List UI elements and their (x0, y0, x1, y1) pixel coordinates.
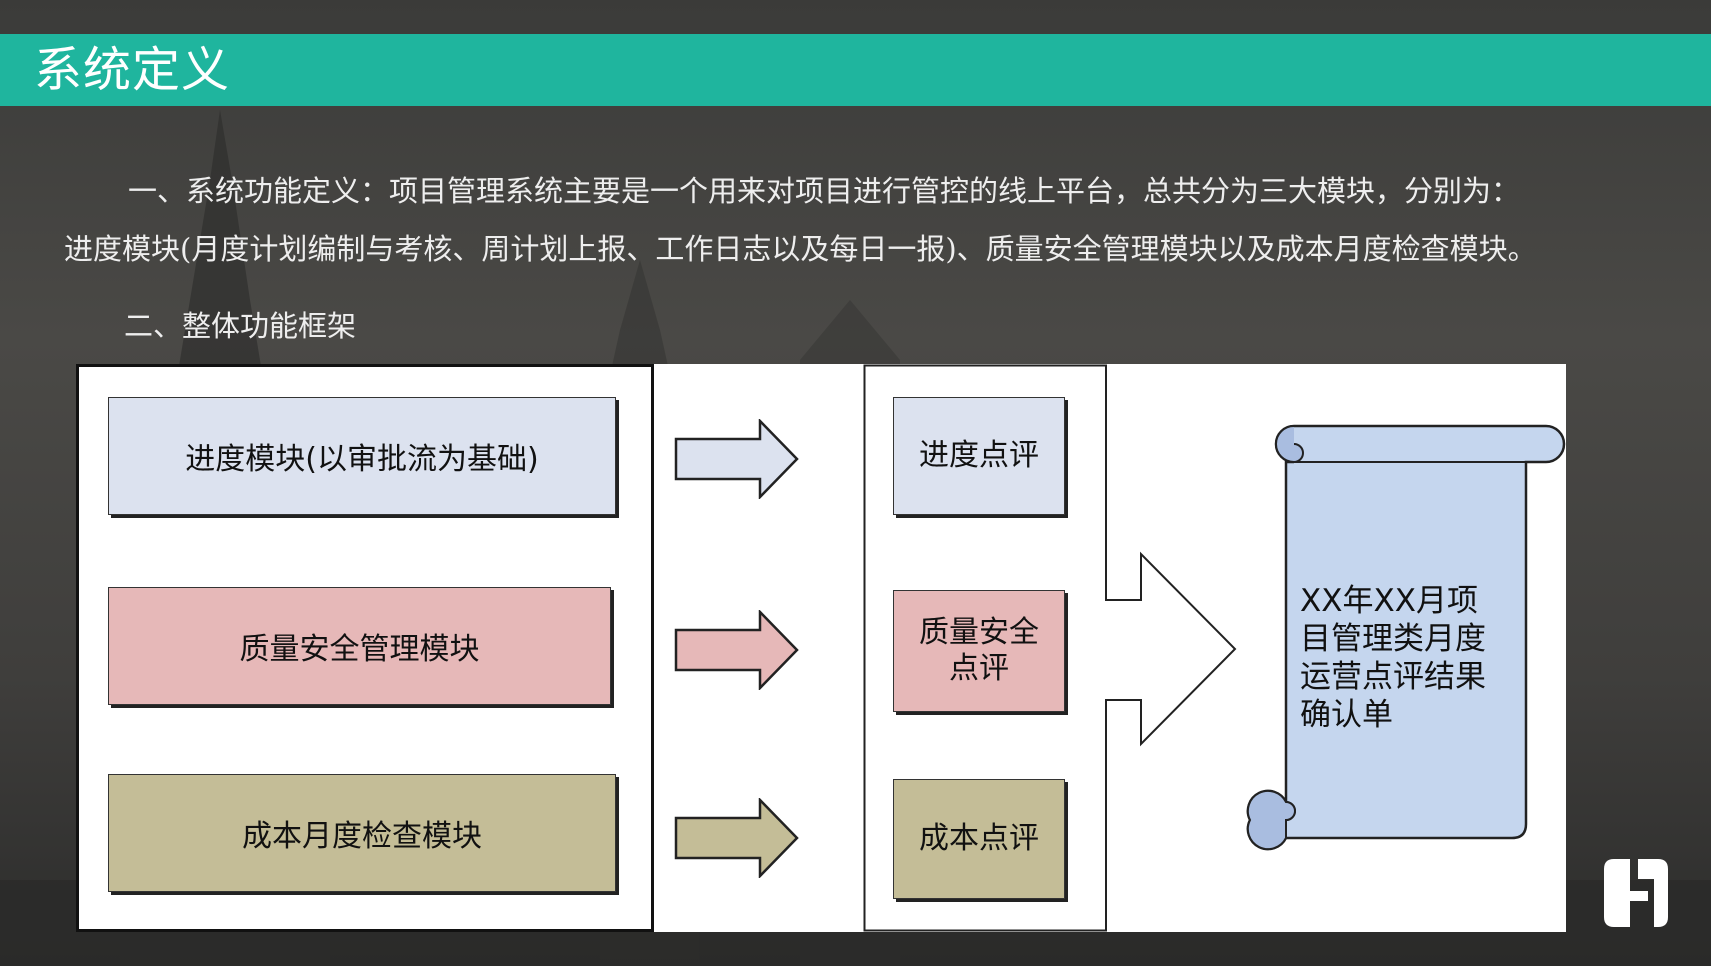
module-cost-monthly: 成本月度检查模块 (108, 774, 616, 892)
module-progress: 进度模块(以审批流为基础) (108, 397, 616, 515)
review-quality-safety-line1: 质量安全 (919, 615, 1039, 650)
result-line-4: 确认单 (1300, 697, 1393, 733)
title-bar (0, 34, 1711, 106)
arrow-icon (674, 419, 799, 499)
result-confirmation-text: XX年XX月项 目管理类月度 运营点评结果 确认单 (1300, 582, 1500, 734)
scroll-document-icon (1246, 424, 1566, 851)
page-title: 系统定义 (34, 42, 231, 98)
result-line-2: 目管理类月度 (1300, 621, 1486, 657)
section-heading-framework: 二、整体功能框架 (124, 309, 357, 343)
intro-line-1: 一、系统功能定义：项目管理系统主要是一个用来对项目进行管控的线上平台，总共分为三… (128, 174, 1521, 208)
review-cost: 成本点评 (893, 779, 1065, 899)
review-quality-safety: 质量安全 点评 (893, 590, 1065, 712)
result-line-3: 运营点评结果 (1300, 659, 1486, 695)
module-quality-safety: 质量安全管理模块 (108, 587, 611, 705)
intro-paragraph: 一、系统功能定义：项目管理系统主要是一个用来对项目进行管控的线上平台，总共分为三… (64, 162, 1704, 278)
review-quality-safety-line2: 点评 (949, 651, 1009, 686)
arrow-icon (674, 798, 799, 878)
framework-diagram: 进度模块(以审批流为基础) 质量安全管理模块 成本月度检查模块 进度点评 质量安… (76, 364, 1566, 932)
result-line-1: XX年XX月项 (1300, 583, 1478, 619)
review-progress: 进度点评 (893, 397, 1065, 515)
intro-line-2: 进度模块(月度计划编制与考核、周计划上报、工作日志以及每日一报)、质量安全管理模… (64, 232, 1537, 266)
company-logo-icon (1604, 859, 1668, 927)
arrow-icon (674, 610, 799, 690)
